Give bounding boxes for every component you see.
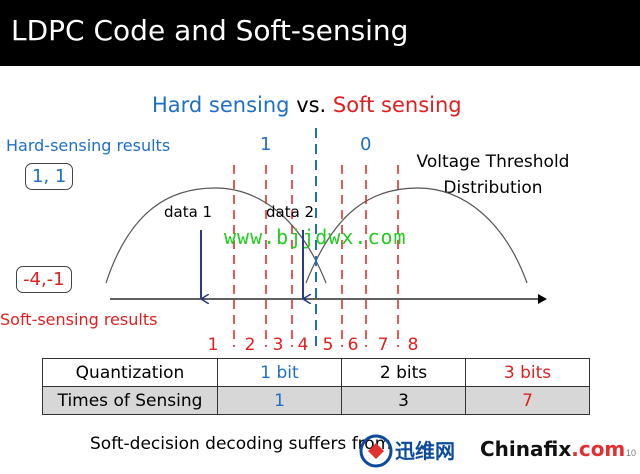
level-number: 3 (273, 335, 284, 355)
subtitle-vs: vs. (289, 93, 333, 117)
subtitle: Hard sensing vs. Soft sensing (152, 93, 462, 117)
title-bar: LDPC Code and Soft-sensing (0, 0, 640, 66)
table-cell: 1 (217, 386, 342, 415)
table-cell: Times of Sensing (42, 386, 218, 415)
voltage-threshold-label: Voltage Threshold Distribution (416, 152, 570, 198)
level-number: 8 (408, 335, 419, 355)
slide-title: LDPC Code and Soft-sensing (11, 14, 409, 47)
bit-zero-label: 0 (360, 134, 371, 155)
axis-arrow-head (538, 294, 547, 304)
level-number: 1 (208, 335, 219, 355)
soft-results-value: -4,-1 (16, 266, 72, 293)
subtitle-soft: Soft sensing (332, 93, 462, 117)
table-cell: Quantization (42, 358, 218, 387)
watermark-url: www.bjjdwx.com (224, 225, 407, 249)
level-number: 5 (323, 335, 334, 355)
quantization-table: Quantization 1 bit 2 bits 3 bits Times o… (42, 358, 590, 415)
table-cell: 7 (465, 386, 590, 415)
level-number: 4 (298, 335, 309, 355)
data1-label: data 1 (164, 203, 212, 221)
level-number: 7 (378, 335, 389, 355)
table-row: Times of Sensing 1 3 7 (42, 386, 590, 415)
watermark-brand-en: Chinafix.com (480, 437, 625, 461)
hard-results-label: Hard-sensing results (6, 136, 171, 155)
level-number: 6 (348, 335, 359, 355)
left-distribution-curve (105, 187, 327, 284)
hard-results-value: 1, 1 (25, 163, 74, 190)
bit-one-label: 1 (260, 134, 271, 155)
right-distribution-curve (305, 187, 528, 284)
table-cell: 3 bits (465, 358, 590, 387)
table-cell: 1 bit (217, 358, 342, 387)
table-row: Quantization 1 bit 2 bits 3 bits (42, 358, 590, 387)
data2-label: data 2 (266, 203, 314, 221)
watermark-brand-cn: 迅维网 (395, 441, 455, 463)
footer-text: Soft-decision decoding suffers from (90, 434, 392, 454)
table-cell: 3 (341, 386, 466, 415)
soft-results-label: Soft-sensing results (0, 310, 158, 329)
level-number: 2 (245, 335, 256, 355)
watermark-brand-suffix: .com (571, 437, 626, 461)
page-number: 10 (626, 448, 637, 458)
watermark-brand-main: Chinafix (480, 437, 572, 461)
table-cell: 2 bits (341, 358, 466, 387)
chinafix-logo-icon (359, 434, 393, 468)
subtitle-hard: Hard sensing (152, 93, 290, 117)
